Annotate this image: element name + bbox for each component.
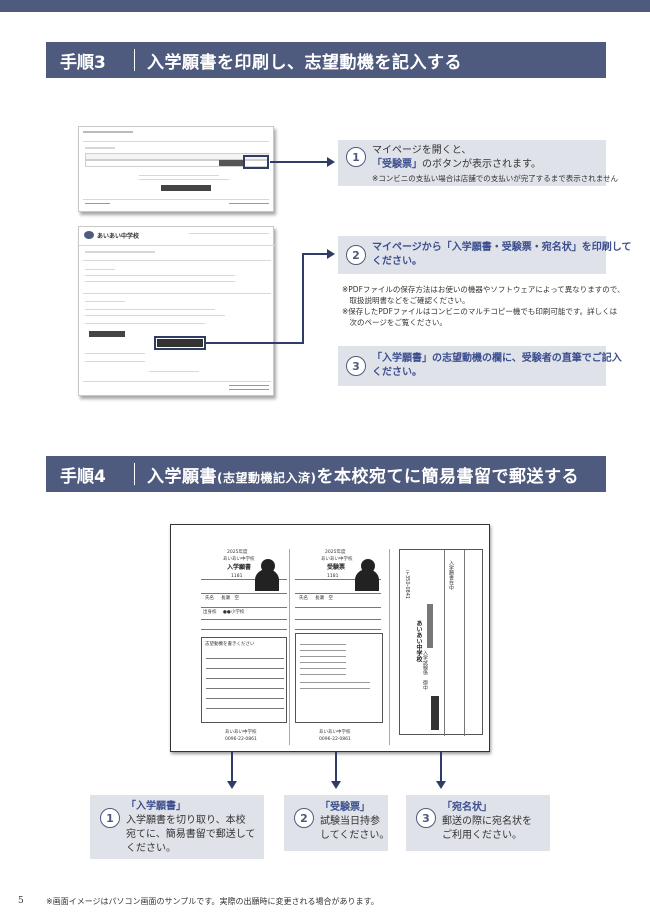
callout-text: 「宛名状」 郵送の際に宛名状を ご利用ください。: [442, 802, 532, 841]
arrow-right-icon: [327, 157, 335, 167]
arrow-down-icon: [227, 781, 237, 789]
step3-callout-2: 2 マイページから「入学願書・受験票・宛名状」を印刷して ください。: [338, 236, 632, 274]
page-number: 5: [18, 896, 24, 906]
print-button-highlight: [154, 336, 206, 350]
step4-callout-2: 2 「受験票」 試験当日持参 してください。: [284, 795, 390, 851]
school-name: あいあい中学校: [97, 233, 140, 240]
application-documents-preview: 2025年度 あいあい中学校 入学願書 1181 氏名 長瀬 空 出身校 ●●小…: [170, 524, 490, 752]
arrow-right-icon: [327, 249, 335, 259]
step-number-badge: 1: [100, 808, 120, 828]
step4-header: 手順4 入学願書(志望動機記入済)を本校宛てに簡易書留で郵送する: [46, 456, 606, 492]
step3-callout-3: 3 「入学願書」の志望動機の欄に、受験者の直筆でご記入 ください。: [338, 346, 622, 386]
step4-title: 入学願書(志望動機記入済)を本校宛てに簡易書留で郵送する: [147, 466, 579, 487]
step3-number: 手順3: [60, 52, 106, 73]
divider: [134, 49, 135, 71]
arrow-line: [302, 253, 304, 344]
schedule-box: [295, 633, 383, 723]
step3-header: 手順3 入学願書を印刷し、志望動機を記入する: [46, 42, 606, 78]
top-bar: [0, 0, 650, 12]
step4-callout-1: 1 「入学願書」 入学願書を切り取り、本校 宛てに、簡易書留で郵送して ください…: [90, 795, 264, 859]
step-number-badge: 2: [346, 245, 366, 265]
stamp-bar: [427, 604, 433, 648]
arrow-line: [440, 752, 442, 782]
callout-text: マイページから「入学願書・受験票・宛名状」を印刷して ください。: [372, 242, 632, 267]
callout-text: 「入学願書」の志望動機の欄に、受験者の直筆でご記入 ください。: [372, 353, 622, 378]
step-number-badge: 2: [294, 808, 314, 828]
step3-callout-1: 1 マイページを開くと、 「受験票」のボタンが表示されます。 ※コンビニの支払い…: [338, 140, 618, 186]
applicant-photo-icon: [255, 569, 279, 591]
arrow-down-icon: [436, 781, 446, 789]
envelope-stamp-block: [431, 696, 439, 730]
motive-box: 志望動機を書きください: [201, 637, 287, 723]
school-logo: [84, 231, 94, 239]
footer-note: ※画面イメージはパソコン画面のサンプルです。実際の出願時に変更される場合がありま…: [46, 897, 379, 906]
arrow-line: [204, 342, 304, 344]
step-number-badge: 3: [346, 356, 366, 376]
step-number-badge: 1: [346, 147, 366, 167]
mypage-screenshot-2: あいあい中学校: [78, 226, 275, 396]
note-line: ※PDFファイルの保存方法はお使いの機器やソフトウェアによって異なりますので、: [342, 285, 625, 294]
mypage-screenshot-1: [78, 126, 274, 212]
callout-text: 「受験票」 試験当日持参 してください。: [320, 802, 390, 841]
callout-note: ※コンビニの支払い場合は店舗での支払いが完了するまで表示されません: [372, 174, 619, 183]
note-line: ※保存したPDFファイルはコンビニのマルチコピー機でも印刷可能です。詳しくは: [342, 307, 618, 316]
pdf-notes: ※PDFファイルの保存方法はお使いの機器やソフトウェアによって異なりますので、 …: [342, 284, 625, 328]
step4-callout-3: 3 「宛名状」 郵送の際に宛名状を ご利用ください。: [406, 795, 550, 851]
note-line: 取扱説明書などをご確認ください。: [342, 296, 470, 305]
applicant-photo-icon: [261, 559, 275, 573]
applicant-photo-icon: [361, 559, 375, 573]
note-line: 次のページをご覧ください。: [342, 318, 447, 327]
callout-text: マイページを開くと、 「受験票」のボタンが表示されます。: [372, 145, 541, 170]
applicant-photo-icon: [355, 569, 379, 591]
arrow-line: [302, 253, 328, 255]
arrow-line: [335, 752, 337, 782]
callout-text: 「入学願書」 入学願書を切り取り、本校 宛てに、簡易書留で郵送して ください。: [126, 801, 256, 854]
arrow-down-icon: [331, 781, 341, 789]
step-number-badge: 3: [416, 808, 436, 828]
arrow-line: [231, 752, 233, 782]
arrow-line: [270, 161, 328, 163]
step4-number: 手順4: [60, 466, 106, 487]
ticket-button-highlight: [243, 155, 269, 169]
exam-ticket: 2025年度 あいあい中学校 受験票 1181 氏名 長瀬 空 あいあい中学校 …: [291, 549, 387, 742]
step3-title: 入学願書を印刷し、志望動機を記入する: [147, 52, 462, 73]
address-label: 〒350-0841 あいあい中学校 入学試験係 御中 入学願書在中: [399, 549, 483, 736]
divider: [134, 463, 135, 485]
